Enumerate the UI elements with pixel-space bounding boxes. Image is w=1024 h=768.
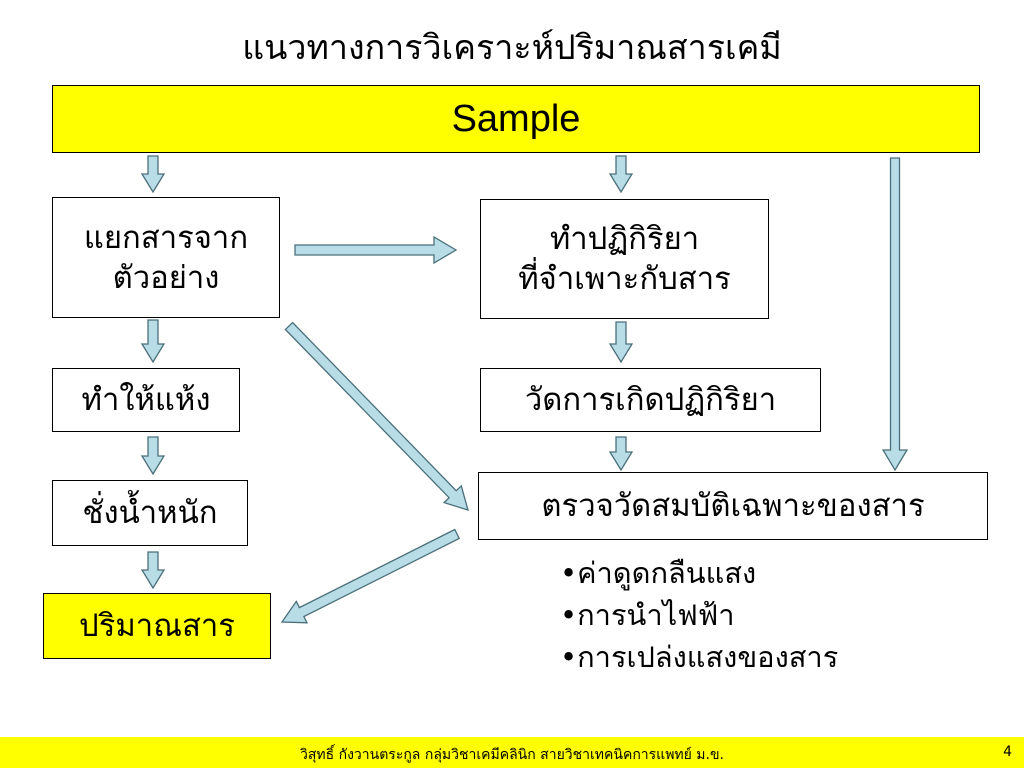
arrow-weigh-to-amount [140, 551, 166, 590]
arrow-separate-to-dry [140, 319, 166, 364]
node-dry: ทำให้แห้ง [52, 368, 240, 432]
node-weigh-label: ชั่งน้ำหนัก [82, 495, 218, 531]
arrow-measure-to-properties [608, 436, 634, 472]
arrow-sample-to-properties [881, 157, 909, 472]
node-react: ทำปฏิกิริยา ที่จำเพาะกับสาร [480, 199, 769, 319]
node-sample-label: Sample [451, 98, 581, 140]
properties-list-item: ค่าดูดกลืนแสง [560, 552, 838, 594]
arrow-sample-to-separate [140, 155, 166, 194]
node-separate-line1: แยกสารจาก [83, 219, 249, 256]
arrow-react-to-measure [608, 321, 634, 364]
arrow-dry-to-weigh [140, 436, 166, 476]
node-measure-reaction-label: วัดการเกิดปฏิกิริยา [524, 382, 777, 418]
node-separate-line2: ตัวอย่าง [112, 259, 220, 296]
node-measure-reaction: วัดการเกิดปฏิกิริยา [480, 368, 821, 432]
node-separate: แยกสารจาก ตัวอย่าง [52, 197, 280, 318]
footer-bar: วิสุทธิ์ กังวานตระกูล กลุ่มวิชาเคมีคลินิ… [0, 737, 1024, 768]
properties-list-item: การนำไฟฟ้า [560, 594, 838, 636]
properties-list: ค่าดูดกลืนแสง การนำไฟฟ้า การเปล่งแสงของส… [560, 552, 838, 678]
arrow-separate-to-react [294, 235, 458, 265]
page-title: แนวทางการวิเคราะห์ปริมาณสารเคมี [242, 28, 782, 68]
node-amount-label: ปริมาณสาร [79, 608, 235, 644]
arrow-properties-to-amount [280, 528, 461, 624]
node-react-line1: ทำปฏิกิริยา [549, 221, 700, 257]
page-number: 4 [1003, 744, 1012, 760]
node-measure-properties-label: ตรวจวัดสมบัติเฉพาะของสาร [541, 488, 925, 524]
node-sample: Sample [52, 85, 980, 153]
arrow-separate-to-properties [284, 321, 469, 511]
node-react-line2: ที่จำเพาะกับสาร [518, 261, 731, 297]
properties-list-item: การเปล่งแสงของสาร [560, 636, 838, 678]
footer-credit: วิสุทธิ์ กังวานตระกูล กลุ่มวิชาเคมีคลินิ… [299, 747, 725, 763]
node-dry-label: ทำให้แห้ง [81, 382, 211, 418]
node-amount: ปริมาณสาร [43, 593, 271, 659]
arrow-sample-to-react [608, 155, 634, 194]
node-measure-properties: ตรวจวัดสมบัติเฉพาะของสาร [478, 472, 988, 540]
node-weigh: ชั่งน้ำหนัก [52, 480, 248, 546]
